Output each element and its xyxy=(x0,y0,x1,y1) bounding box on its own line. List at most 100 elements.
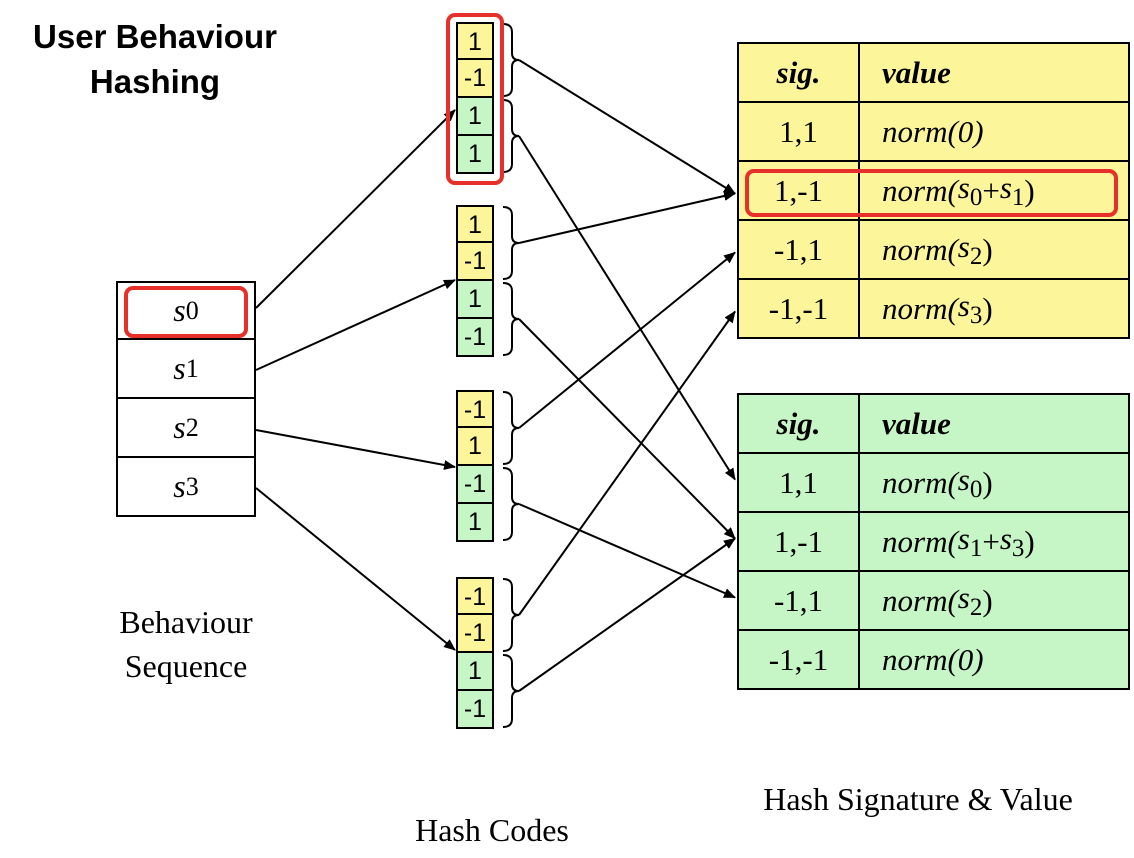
value-var-name: s xyxy=(957,579,970,615)
signature-cell: -1,1 xyxy=(739,221,860,278)
sequence-var: s xyxy=(173,292,186,328)
arrow-group xyxy=(255,59,736,692)
signature-cell: 1,1 xyxy=(739,103,860,160)
value-cell: norm(0) xyxy=(860,103,1128,160)
value-var-name: s xyxy=(957,461,970,497)
value-var: s1 xyxy=(1000,170,1025,212)
value-var-name: s xyxy=(999,169,1012,205)
value-var-sub: 0 xyxy=(969,183,983,211)
sequence-sub: 3 xyxy=(185,471,199,501)
value-text: ) xyxy=(1024,523,1035,559)
highlight-s0 xyxy=(124,286,248,338)
value-text: ) xyxy=(982,464,993,500)
arrow xyxy=(518,59,736,195)
hash-code-bit: 1 xyxy=(456,428,494,466)
value-text: norm( xyxy=(882,523,958,559)
arrow xyxy=(518,318,736,540)
arrow xyxy=(255,487,456,651)
sequence-sub: 0 xyxy=(185,295,199,325)
value-cell: norm(s2) xyxy=(860,221,1128,278)
value-text: norm(0) xyxy=(882,113,984,149)
hash-code-bit: 1 xyxy=(456,22,494,60)
value-cell: norm(s1+s3) xyxy=(860,513,1128,570)
sequence-var: s xyxy=(173,350,186,386)
signature-cell: -1,-1 xyxy=(739,631,860,688)
signature-cell: 1,-1 xyxy=(739,162,860,219)
value-var: s2 xyxy=(958,229,983,271)
value-text: ) xyxy=(982,290,993,326)
value-var-sub: 0 xyxy=(969,475,983,503)
brace xyxy=(502,23,520,97)
value-var-sub: 2 xyxy=(969,593,983,621)
behaviour-sequence-caption: Behaviour Sequence xyxy=(119,604,253,684)
arrow xyxy=(255,109,456,309)
value-var: s0 xyxy=(958,462,983,504)
hash-code-bit: -1 xyxy=(456,577,494,615)
sequence-sub: 1 xyxy=(185,353,199,383)
brace xyxy=(502,578,520,652)
brace xyxy=(502,467,520,541)
arrow xyxy=(518,191,736,244)
signature-row: 1,1 norm(0) xyxy=(739,101,1128,160)
value-var-sub: 3 xyxy=(1011,534,1025,562)
brace xyxy=(502,282,520,356)
hash-code-bit: 1 xyxy=(456,653,494,691)
value-var: s3 xyxy=(1000,521,1025,563)
signature-cell: -1,-1 xyxy=(739,280,860,337)
value-text: ) xyxy=(982,231,993,267)
arrow xyxy=(518,251,736,429)
signature-cell: -1,1 xyxy=(739,572,860,629)
value-cell: norm(s0+s1) xyxy=(860,162,1128,219)
sequence-var: s xyxy=(173,468,186,504)
hash-code-bit: -1 xyxy=(456,615,494,653)
value-text: + xyxy=(982,523,1000,559)
value-text: norm( xyxy=(882,464,958,500)
brace xyxy=(502,391,520,465)
arrow xyxy=(518,503,736,599)
value-cell: norm(s3) xyxy=(860,280,1128,337)
highlight-hash-code-s0 xyxy=(446,13,504,185)
value-var-name: s xyxy=(957,228,970,264)
hash-code-bit: -1 xyxy=(456,390,494,428)
value-var: s2 xyxy=(958,580,983,622)
hash-code-bit: -1 xyxy=(456,243,494,281)
value-var: s0 xyxy=(958,170,983,212)
value-text: norm( xyxy=(882,290,958,326)
hash-code-bit: 1 xyxy=(456,136,494,174)
brace xyxy=(502,206,520,280)
page-title: User Behaviour Hashing xyxy=(33,18,277,100)
signature-header-row: sig.value xyxy=(739,395,1128,452)
value-text: norm( xyxy=(882,231,958,267)
hash-code-bit: -1 xyxy=(456,466,494,504)
brace xyxy=(502,99,520,173)
hash-code-bit: 1 xyxy=(456,504,494,542)
sig-header: sig. xyxy=(739,44,860,101)
hash-code-bit: 1 xyxy=(456,281,494,319)
value-var-sub: 2 xyxy=(969,242,983,270)
arrow xyxy=(518,537,736,692)
sig-header: sig. xyxy=(739,395,860,452)
brace-group xyxy=(502,23,520,728)
brace xyxy=(502,654,520,728)
value-text: + xyxy=(982,172,1000,208)
value-var-sub: 1 xyxy=(1011,183,1025,211)
value-cell: norm(s0) xyxy=(860,454,1128,511)
sequence-var: s xyxy=(173,409,186,445)
signature-header-row: sig.value xyxy=(739,44,1128,101)
value-var-name: s xyxy=(957,520,970,556)
hash-codes-caption: Hash Codes xyxy=(415,812,569,848)
signature-cell: 1,-1 xyxy=(739,513,860,570)
sequence-sub: 2 xyxy=(185,412,199,442)
signature-caption: Hash Signature & Value xyxy=(763,781,1073,817)
